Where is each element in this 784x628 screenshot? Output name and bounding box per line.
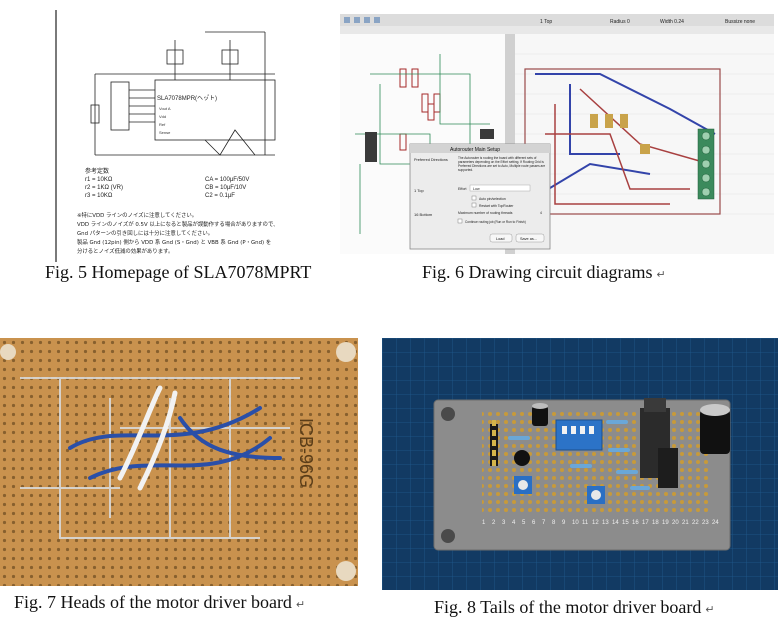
constant-r1: r1 = 10KΩ bbox=[85, 177, 113, 183]
opt1-label: Auto pin/selection bbox=[479, 197, 506, 201]
ruler-10: 10 bbox=[572, 520, 579, 526]
threads-label: Maximum number of routing threads bbox=[458, 211, 513, 215]
constant-cb: CB = 10μF/10V bbox=[205, 185, 246, 191]
chip-label: SLA7078MPR(ヘッ゚ト) bbox=[157, 94, 217, 102]
layer-top-label: 1 Top bbox=[414, 188, 424, 193]
ruler-7: 7 bbox=[542, 520, 546, 526]
toolbar-layer: 1 Top bbox=[540, 19, 552, 25]
caption-fig6-mark: ↵ bbox=[656, 269, 666, 281]
caption-fig8: Fig. 8 Tails of the motor driver board↵ bbox=[434, 597, 715, 618]
caption-fig8-text: Fig. 8 Tails of the motor driver board bbox=[434, 597, 702, 617]
opt3-checkbox[interactable] bbox=[457, 218, 463, 224]
figure-8-image: 1 2 3 4 5 6 7 8 9 10 11 12 13 14 15 16 1… bbox=[382, 338, 778, 590]
ruler-6: 6 bbox=[532, 520, 536, 526]
constant-r3: r3 = 10KΩ bbox=[85, 193, 113, 199]
threads-value: 4 bbox=[540, 211, 542, 215]
caption-fig7-mark: ↵ bbox=[295, 599, 306, 611]
electrolytic-capacitor-small bbox=[532, 403, 548, 426]
ruler-5: 5 bbox=[522, 520, 526, 526]
ruler-16: 16 bbox=[632, 520, 639, 526]
dialog-description: The Autorouter is routing the board with… bbox=[458, 156, 546, 172]
ruler-8: 8 bbox=[552, 520, 556, 526]
note-line-4: 製品 Gnd (12pin) 側から VDD 系 Gnd (S・Gnd) と V… bbox=[77, 238, 271, 246]
note-line-5: 分けるとノイズ低減の効果があります。 bbox=[77, 247, 173, 255]
ruler-12: 12 bbox=[592, 520, 599, 526]
dip-switch bbox=[555, 419, 603, 451]
ruler-2: 2 bbox=[492, 520, 496, 526]
ruler-13: 13 bbox=[602, 520, 609, 526]
note-line-3: Gnd パターンの引き回しには十分に注意してください。 bbox=[77, 229, 213, 237]
svg-text:Vdd: Vdd bbox=[159, 114, 166, 119]
caption-fig6-text: Fig. 6 Drawing circuit diagrams bbox=[422, 262, 653, 282]
ruler-18: 18 bbox=[652, 520, 659, 526]
caption-fig7-text: Fig. 7 Heads of the motor driver board bbox=[14, 592, 292, 612]
electrolytic-capacitor-large bbox=[700, 404, 730, 454]
opt2-label: Restart with TopRouter bbox=[479, 204, 514, 208]
toolbar-bus: Bussize none bbox=[725, 19, 755, 25]
ruler-21: 21 bbox=[682, 520, 689, 526]
load-button[interactable] bbox=[489, 233, 513, 243]
toolbar-width: Width 0.24 bbox=[660, 19, 684, 25]
note-line-1: ※特にVDD ラインのノイズに注意してください。 bbox=[77, 211, 197, 219]
figure-6-image: 1 Top Radius 0 Width 0.24 Bussize none bbox=[340, 14, 774, 254]
board-label: ICB-96G bbox=[296, 418, 316, 488]
ruler-1: 1 bbox=[482, 520, 486, 526]
constants-header: 参考定数 bbox=[85, 167, 109, 175]
effort-value: Low bbox=[473, 187, 480, 191]
ruler-24: 24 bbox=[712, 520, 719, 526]
effort-select[interactable] bbox=[469, 184, 531, 192]
pin-header bbox=[490, 420, 498, 466]
layer-bottom-label: 16 Bottom bbox=[414, 212, 433, 217]
load-button-label: Load bbox=[496, 237, 504, 241]
save-as-button[interactable] bbox=[515, 233, 545, 243]
toolbar-radius: Radius 0 bbox=[610, 19, 630, 25]
ruler-20: 20 bbox=[672, 520, 679, 526]
svg-text:Ref: Ref bbox=[159, 122, 166, 127]
ruler-15: 15 bbox=[622, 520, 629, 526]
effort-label: Effort bbox=[458, 187, 467, 191]
caption-fig7: Fig. 7 Heads of the motor driver board↵ bbox=[14, 592, 305, 613]
ruler-11: 11 bbox=[582, 520, 589, 526]
ruler-4: 4 bbox=[512, 520, 516, 526]
ruler-19: 19 bbox=[662, 520, 669, 526]
dialog-tab-label: Preferred Directions bbox=[414, 158, 448, 162]
svg-text:Sense: Sense bbox=[159, 130, 171, 135]
opt3-label: Continue routing job (Run or Run to Fini… bbox=[465, 220, 526, 224]
transistor bbox=[514, 450, 530, 466]
constant-ca: CA = 100μF/50V bbox=[205, 177, 249, 183]
note-line-2: VDD ラインのノイズが 0.5V 以上になると製品が誤動作する場合がありますの… bbox=[77, 220, 279, 228]
autorouter-dialog: Autorouter Main Setup Preferred Directio… bbox=[409, 143, 551, 250]
ruler-22: 22 bbox=[692, 520, 699, 526]
ruler-17: 17 bbox=[642, 520, 649, 526]
svg-text:Vout A: Vout A bbox=[159, 106, 171, 111]
constant-r2: r2 = 1KΩ (VR) bbox=[85, 185, 123, 191]
constant-c2: C2 = 0.1μF bbox=[205, 193, 235, 199]
ruler-23: 23 bbox=[702, 520, 709, 526]
figure-7-image: ICB-96G bbox=[0, 338, 358, 586]
caption-fig5: Fig. 5 Homepage of SLA7078MPRT bbox=[45, 262, 311, 283]
opt2-checkbox[interactable] bbox=[471, 202, 477, 208]
opt1-checkbox[interactable] bbox=[471, 195, 477, 201]
ruler-3: 3 bbox=[502, 520, 506, 526]
dialog-title: Autorouter Main Setup bbox=[450, 147, 500, 153]
caption-fig5-text: Fig. 5 Homepage of SLA7078MPRT bbox=[45, 262, 312, 282]
ruler-9: 9 bbox=[562, 520, 566, 526]
caption-fig6: Fig. 6 Drawing circuit diagrams↵ bbox=[422, 262, 666, 283]
caption-fig8-mark: ↵ bbox=[705, 604, 715, 616]
ruler-14: 14 bbox=[612, 520, 619, 526]
save-as-button-label: Save as... bbox=[520, 237, 537, 241]
